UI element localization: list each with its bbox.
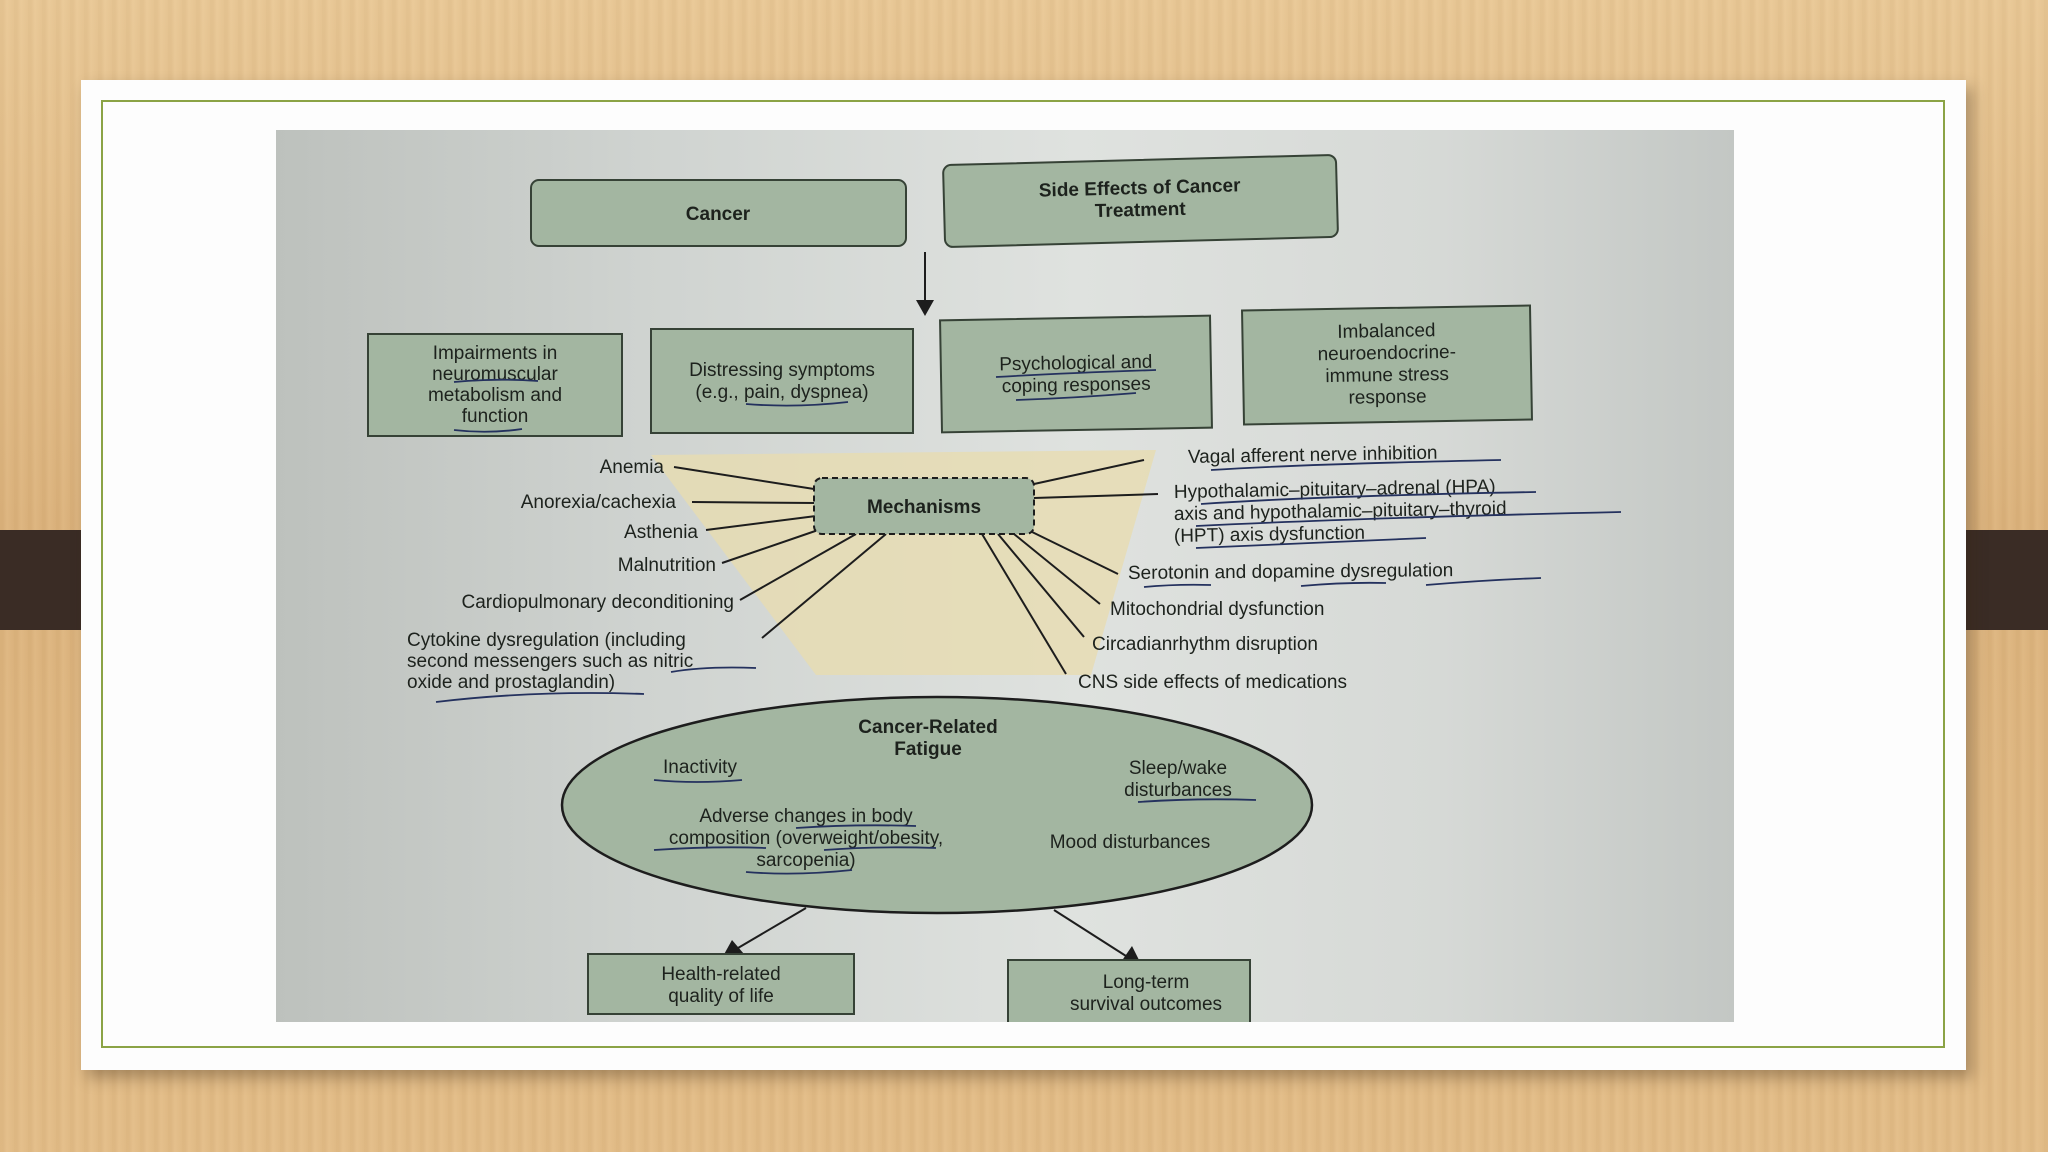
connector-line <box>673 466 815 490</box>
fatigue-sleep-1: Sleep/wake <box>1129 758 1227 779</box>
right-factor-circadian: Circadianrhythm disruption <box>1092 634 1318 655</box>
impairments-line-1: Impairments in <box>433 343 558 364</box>
pen-underline <box>995 369 1157 378</box>
pen-underline <box>453 428 523 433</box>
survival-line-2: survival outcomes <box>1070 994 1222 1015</box>
distressing-box <box>650 328 914 434</box>
pen-underline <box>1200 491 1537 505</box>
impairments-line-2: neuromuscular <box>432 364 558 385</box>
cytokine-line-2: second messengers such as nitric <box>407 651 693 672</box>
connector-line <box>1033 493 1159 499</box>
imbalanced-line-4: response <box>1348 386 1427 408</box>
cytokine-line-1: Cytokine dysregulation (including <box>407 630 686 651</box>
connector-line <box>691 501 817 504</box>
fatigue-ellipse <box>560 695 1314 915</box>
pen-underline <box>670 666 757 673</box>
fatigue-inactivity: Inactivity <box>663 757 737 778</box>
cancer-box <box>530 179 907 247</box>
fatigue-adverse-3: sarcopenia) <box>756 850 855 871</box>
pen-underline <box>1195 511 1622 527</box>
pen-underline <box>1195 537 1427 549</box>
left-factor: Asthenia <box>624 522 698 543</box>
psychological-line-2: coping responses <box>1002 374 1151 398</box>
distressing-line-1: Distressing symptoms <box>689 360 875 381</box>
connector-line <box>739 533 857 601</box>
imbalanced-box <box>1241 304 1533 426</box>
connector-line <box>761 533 887 639</box>
pen-underline <box>453 378 539 383</box>
mechanisms-label: Mechanisms <box>867 497 981 518</box>
right-factor-mito: Mitochondrial dysfunction <box>1110 599 1324 620</box>
pen-underline <box>1425 577 1542 586</box>
fatigue-mood: Mood disturbances <box>1050 832 1211 853</box>
arrow-to-hrqol <box>737 907 807 949</box>
hrqol-box <box>587 953 855 1015</box>
right-factor-serotonin: Serotonin and dopamine dysregulation <box>1128 560 1454 584</box>
fatigue-sleep-2: disturbances <box>1124 780 1232 801</box>
fatigue-adverse-2: composition (overweight/obesity, <box>669 828 943 849</box>
right-factor-cns: CNS side effects of medications <box>1078 672 1347 693</box>
hpa-line-3: (HPT) axis dysfunction <box>1174 523 1365 547</box>
connector-line <box>1033 459 1145 485</box>
imbalanced-line-3: immune stress <box>1325 364 1449 387</box>
connector-line <box>981 533 1067 675</box>
down-arrow-head <box>916 300 934 316</box>
hrqol-line-2: quality of life <box>668 986 774 1007</box>
connector-line <box>1013 533 1101 605</box>
pen-underline <box>1300 581 1387 587</box>
psychological-box <box>939 314 1213 434</box>
connector-line <box>997 533 1085 638</box>
pen-underline <box>795 824 917 829</box>
distressing-line-2: (e.g., pain, dyspnea) <box>695 382 868 403</box>
left-factor: Anorexia/cachexia <box>521 492 677 513</box>
impairments-box <box>367 333 623 437</box>
connector-line <box>705 515 817 531</box>
imbalanced-line-2: neuroendocrine- <box>1317 342 1456 365</box>
pen-underline <box>653 846 767 851</box>
fatigue-adverse-1: Adverse changes in body <box>699 806 913 827</box>
fatigue-title-1: Cancer-Related <box>858 717 997 738</box>
pen-underline <box>1210 459 1502 471</box>
survival-box <box>1007 959 1251 1022</box>
side-effects-box <box>942 154 1339 248</box>
cytokine-line-3: oxide and prostaglandin) <box>407 672 615 693</box>
pen-underline <box>1137 798 1257 803</box>
left-factor: Cardiopulmonary deconditioning <box>461 592 734 613</box>
side-effects-label-2: Treatment <box>1095 199 1187 222</box>
pen-underline <box>1015 392 1137 401</box>
cancer-fatigue-diagram: Cancer Side Effects of Cancer Treatment … <box>367 154 1622 1022</box>
diagram-photo: Cancer Side Effects of Cancer Treatment … <box>276 130 1734 1022</box>
pen-underline <box>1143 583 1212 588</box>
left-factor: Anemia <box>600 457 665 478</box>
pen-underline <box>653 779 743 783</box>
impairments-line-3: metabolism and <box>428 385 562 406</box>
connector-line <box>721 527 825 564</box>
pen-underline <box>435 692 645 703</box>
pen-underline <box>823 846 937 851</box>
survival-line-1: Long-term <box>1103 972 1190 993</box>
connector-line <box>1027 529 1119 575</box>
left-factor: Malnutrition <box>618 555 716 576</box>
right-factor-vagal: Vagal afferent nerve inhibition <box>1188 443 1438 468</box>
hrqol-line-1: Health-related <box>661 964 780 985</box>
mechanisms-box <box>813 477 1035 535</box>
impairments-line-4: function <box>462 406 529 427</box>
psychological-line-1: Psychological and <box>999 352 1152 376</box>
pen-underline <box>745 869 853 875</box>
arrow-to-survival <box>1053 909 1127 957</box>
imbalanced-line-1: Imbalanced <box>1337 320 1436 343</box>
pen-underline <box>745 401 849 407</box>
slide-frame <box>101 100 1945 1048</box>
cancer-label: Cancer <box>686 204 751 225</box>
fatigue-title-2: Fatigue <box>894 739 962 760</box>
